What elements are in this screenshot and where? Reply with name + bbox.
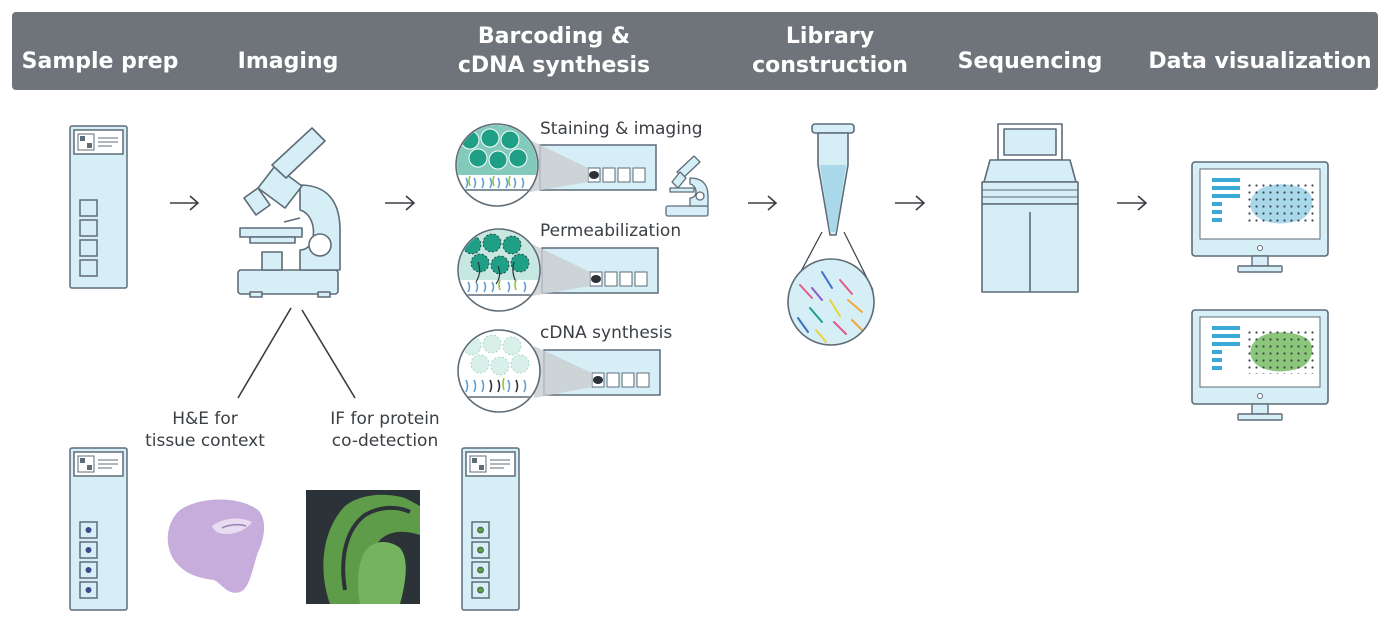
step-library-construction: Library construction — [740, 22, 920, 80]
if-caption-line1: IF for protein — [330, 409, 440, 429]
monitor-icon-bottom — [1191, 309, 1329, 421]
step-label-line1: Barcoding & — [477, 24, 631, 49]
step-label-line1: Data visualization — [1148, 49, 1372, 74]
he-caption: H&E for tissue context — [130, 408, 280, 452]
stage-label-permeabilization: Permeabilization — [540, 221, 682, 241]
step-label-line1: Imaging — [237, 49, 339, 74]
step-label-line2: cDNA synthesis — [457, 53, 651, 78]
stage-label-staining: Staining & imaging — [540, 119, 703, 139]
step-sequencing: Sequencing — [945, 47, 1115, 76]
library-zoom-circle — [787, 258, 875, 346]
step-label-line1: Sequencing — [957, 49, 1103, 74]
step-label-line1: Library — [785, 24, 875, 49]
if-caption: IF for protein co-detection — [310, 408, 460, 452]
sample-slide — [69, 125, 128, 289]
microscope-icon — [237, 127, 341, 298]
stage-staining-graphic — [455, 123, 657, 207]
step-sample-prep: Sample prep — [20, 47, 180, 76]
step-data-visualization: Data visualization — [1140, 47, 1380, 76]
stage-permeabilization-graphic — [457, 228, 659, 312]
step-imaging: Imaging — [208, 47, 368, 76]
he-caption-line2: tissue context — [145, 431, 265, 451]
if-tissue-image — [306, 490, 420, 604]
if-caption-line2: co-detection — [331, 431, 439, 451]
step-label-line2: construction — [752, 53, 908, 78]
imaging-branch-lines — [237, 307, 356, 399]
monitor-icon-top — [1191, 161, 1329, 273]
step-barcoding: Barcoding & cDNA synthesis — [454, 22, 654, 80]
stage-label-cdna: cDNA synthesis — [540, 323, 673, 343]
he-tissue-image — [167, 499, 265, 593]
he-slide — [69, 447, 128, 611]
microscope-small-icon — [665, 155, 709, 217]
sequencer-icon — [981, 123, 1079, 293]
workflow-header-bar — [12, 12, 1378, 90]
step-label-line1: Sample prep — [21, 49, 179, 74]
he-caption-line1: H&E for — [172, 409, 238, 429]
stage-cdna-graphic — [457, 329, 661, 413]
barcoded-slide — [461, 447, 520, 611]
arrow-icon — [170, 195, 1148, 211]
